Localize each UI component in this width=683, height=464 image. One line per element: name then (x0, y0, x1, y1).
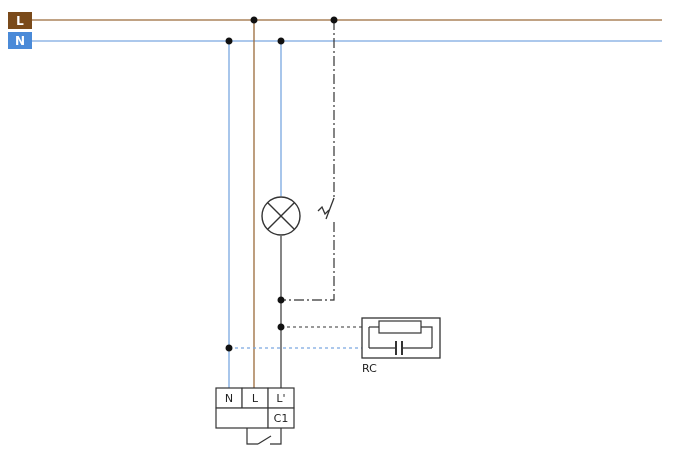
resistor-capacitor-icon (368, 320, 433, 355)
junction-dot (250, 16, 258, 24)
neutral-rail-tag: N (8, 32, 32, 49)
junction-dot (277, 323, 285, 331)
junction-dot (225, 37, 233, 45)
rc-module: RC (361, 317, 441, 375)
junction-dot (225, 344, 233, 352)
terminal-label-l: L (252, 392, 259, 405)
junction-dot (277, 296, 285, 304)
live-rail-tag: L (8, 12, 32, 29)
junction-dot (277, 37, 285, 45)
lamp-icon (261, 196, 301, 236)
terminal-label-c1: C1 (274, 412, 289, 425)
terminal-label-n: N (225, 392, 233, 405)
junction-dot (330, 16, 338, 24)
pushbutton-switch-icon[interactable] (317, 197, 335, 220)
rc-module-label: RC (362, 362, 377, 375)
switch-return-wire (281, 222, 335, 301)
relay-contact-icon (246, 428, 282, 445)
relay-terminal-block: N L L' C1 (215, 387, 295, 445)
junction-dots (225, 16, 338, 352)
terminal-blank-cell (215, 407, 269, 429)
neutral-rail-label: N (15, 34, 25, 48)
terminal-label-l-prime: L' (276, 392, 285, 405)
live-rail-label: L (16, 14, 24, 28)
